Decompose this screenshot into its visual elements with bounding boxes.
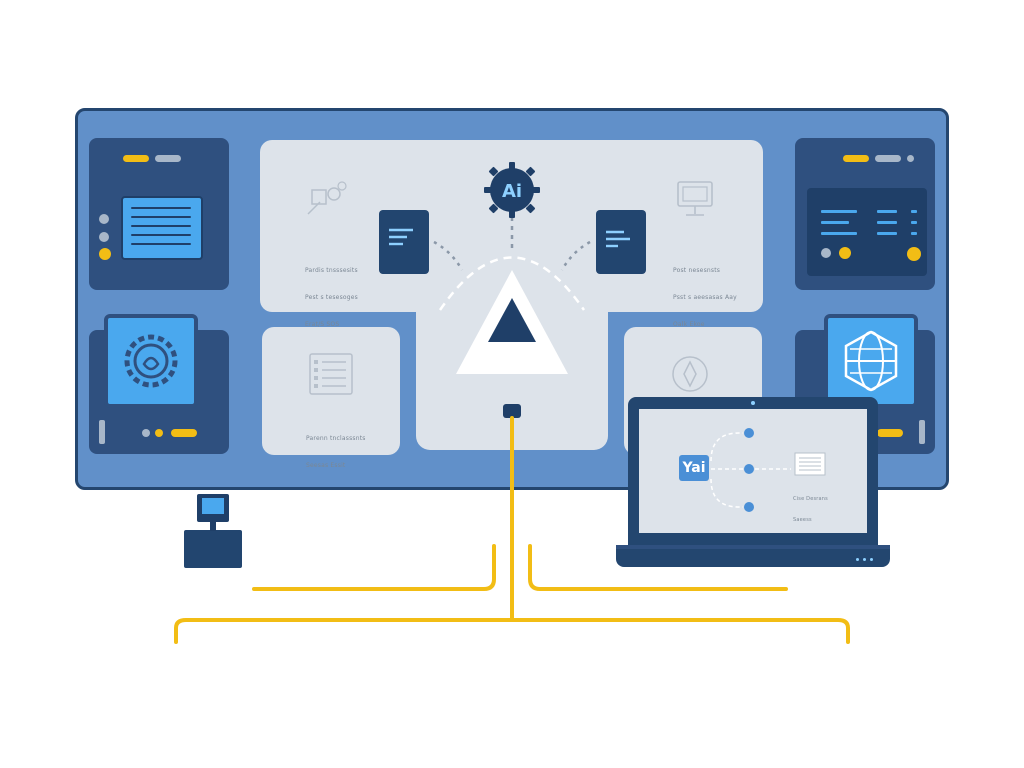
laptop-camera [751,401,755,405]
document-tile-left [379,210,429,274]
dotted-link [433,240,464,271]
flow-node [744,464,754,474]
list-line [131,234,191,236]
ai-badge-label: Ai [502,181,522,202]
laptop-flow-diagram [710,428,826,512]
status-dot-gray [142,429,150,437]
status-pill-yellow [171,429,197,437]
stats-line [877,210,897,213]
laptop-hinge [616,545,890,549]
stats-line [911,232,917,235]
dotted-link [560,240,591,271]
flow-node [744,502,754,512]
list-line [131,216,191,218]
stats-line [821,221,849,224]
laptop-indicator [856,558,859,561]
globe-card [824,314,918,408]
status-pill-yellow [123,155,149,162]
document-tile-right [596,210,646,274]
caption-line: Pest s tesesoges [305,294,358,301]
laptop-screen: Yai Cise Desrans Saeess [639,409,867,533]
globe-icon [844,330,898,392]
flow-node [744,428,754,438]
status-dot-yellow [155,429,163,437]
document-icon [389,228,413,246]
small-terminal-neck [210,522,216,531]
right-top-panel [795,138,935,290]
connector-block [503,404,521,418]
stats-line [911,210,917,213]
right-top-caption: Post nesesnsts Psst s aeesasas Aay Oalk … [673,248,737,338]
small-terminal-device [184,530,242,568]
checklist-icon [309,353,353,395]
indicator-dot-yellow [99,248,111,260]
stats-card [807,188,927,276]
small-terminal-screen [197,494,229,522]
caption-line: Saeess [793,517,812,523]
flow-doc-icon [794,452,826,476]
status-pill-yellow [843,155,869,162]
triangle-logo-inner [488,298,536,342]
caption-line: Erat/S SOS [305,321,340,328]
list-line [131,225,191,227]
left-branch-wire [252,544,496,591]
indicator-dot-gray [99,232,109,242]
laptop-indicator [863,558,866,561]
list-line [131,243,191,245]
left-top-caption: Pardis tnsssesits Pest s tesesoges Erat/… [305,248,358,338]
bottom-bracket-wire [174,618,850,644]
caption-line: Seesas Essit [306,462,346,469]
puzzle-icon [307,181,347,215]
laptop-badge: Yai [679,455,709,481]
stats-line [911,221,917,224]
gear-card [104,314,198,408]
caption-line: Post nesesnsts [673,267,721,274]
central-connections [433,208,591,374]
monitor-icon [677,181,713,216]
status-pill-gray [875,155,901,162]
caption-line: Psst s aeesasas Aay [673,294,737,301]
ai-gear-badge-icon: Ai [484,162,540,218]
laptop-indicator [870,558,873,561]
left-top-panel [89,138,229,290]
small-terminal-display [202,498,224,514]
indicator-dot-yellow [839,247,851,259]
indicator-dot-gray [821,248,831,258]
stats-line [877,221,897,224]
laptop-base [616,545,890,567]
stats-line [821,232,857,235]
caption-line: Pardis tnsssesits [305,267,358,274]
status-pill-yellow [877,429,903,437]
status-pill-gray [155,155,181,162]
compass-icon [672,356,708,392]
document-icon [606,230,630,248]
left-bottom-caption: Parenn tnclasssnts Seesas Essit [306,416,366,479]
indicator-dot-yellow [907,247,921,261]
stats-line [821,210,857,213]
laptop-lid: Yai Cise Desrans Saeess [628,397,878,545]
laptop-badge-label: Yai [682,460,706,476]
panel-divider [99,420,105,444]
list-card [121,196,203,260]
panel-divider [919,420,925,444]
indicator-dot-gray [99,214,109,224]
gear-icon [124,334,178,388]
list-line [131,207,191,209]
caption-line: Oalk Ekoe [673,321,705,328]
dashed-arc [438,256,586,311]
left-bottom-card [262,327,400,455]
stats-line [877,232,897,235]
caption-line: Parenn tnclasssnts [306,435,366,442]
laptop-caption: Cise Desrans Saeess [793,482,828,538]
caption-line: Cise Desrans [793,496,828,502]
status-dot-gray [907,155,914,162]
